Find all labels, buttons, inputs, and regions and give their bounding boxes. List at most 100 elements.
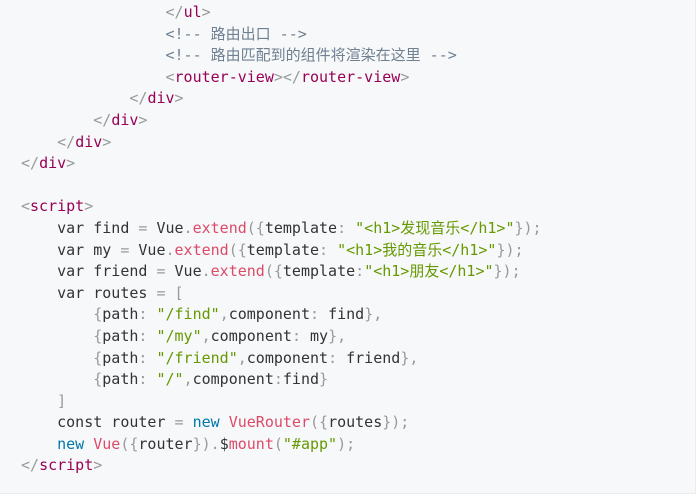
- code-line: {path: "/my",component: my},: [21, 326, 542, 348]
- code-token: var find: [57, 218, 139, 237]
- code-line: {path: "/friend",component: friend},: [21, 348, 542, 370]
- code-token: <!-- 路由出口 -->: [165, 24, 307, 43]
- code-token: =: [156, 262, 166, 281]
- code-token: </: [129, 89, 148, 108]
- code-indent: [21, 435, 57, 453]
- code-token: ,: [219, 305, 229, 324]
- code-line: </script>: [21, 455, 542, 477]
- code-token: >: [84, 197, 94, 216]
- code-token: script: [30, 197, 85, 216]
- code-token: router-view: [300, 67, 401, 86]
- code-token: ></: [273, 67, 301, 86]
- code-token: "<h1>发现音乐</h1>": [355, 218, 515, 237]
- code-indent: [21, 219, 57, 237]
- code-line: var my = Vue.extend({template: "<h1>我的音乐…: [21, 240, 542, 262]
- code-line: [21, 175, 542, 197]
- code-indent: [21, 392, 57, 410]
- code-token: template: [264, 218, 338, 237]
- code-line: <!-- 路由出口 -->: [21, 24, 542, 46]
- code-token: component: [192, 370, 274, 389]
- code-token: find: [328, 305, 365, 324]
- code-indent: [21, 349, 93, 367]
- code-token: =: [138, 218, 148, 237]
- code-token: friend: [346, 348, 401, 367]
- code-token: ({: [246, 218, 265, 237]
- code-token: component: [228, 305, 310, 324]
- code-indent: [21, 25, 166, 43]
- code-line: <!-- 路由匹配到的组件将渲染在这里 -->: [21, 45, 542, 67]
- code-line: {path: "/find",component: find},: [21, 304, 542, 326]
- code-token: ,: [201, 326, 211, 345]
- code-token: path: [102, 305, 139, 324]
- code-token: <: [21, 197, 31, 216]
- code-indent: [21, 370, 93, 388]
- code-token: "<h1>朋友</h1>": [364, 262, 494, 281]
- code-token: find: [282, 370, 320, 389]
- code-token: });: [382, 413, 410, 432]
- code-line: </div>: [21, 132, 542, 154]
- code-token: [220, 413, 229, 431]
- code-token: path: [102, 348, 139, 367]
- code-token: ]: [57, 391, 67, 410]
- code-token: :: [138, 348, 157, 367]
- code-indent: [21, 305, 93, 323]
- code-token: ,: [237, 348, 247, 367]
- code-token: Vue: [165, 262, 202, 281]
- code-token: >: [201, 3, 211, 21]
- code-token: <!-- 路由匹配到的组件将渲染在这里 -->: [165, 46, 457, 65]
- code-token: :: [138, 305, 157, 324]
- code-line: var routes = [: [21, 283, 542, 305]
- code-token: "/": [156, 370, 184, 389]
- code-indent: [21, 327, 93, 345]
- code-token: {: [93, 326, 103, 345]
- code-token: {: [93, 370, 103, 389]
- code-token: >: [174, 89, 184, 108]
- code-token: {: [93, 348, 103, 367]
- code-token: );: [337, 434, 356, 453]
- code-indent: [21, 133, 57, 151]
- code-token: path: [102, 326, 139, 345]
- code-token: template: [282, 262, 356, 281]
- code-token: div: [147, 89, 175, 108]
- code-token: :: [273, 370, 283, 389]
- code-token: =: [120, 240, 130, 259]
- code-line: <router-view></router-view>: [21, 67, 542, 89]
- code-indent: [21, 46, 166, 64]
- code-lines: </ul> <!-- 路由出口 --> <!-- 路由匹配到的组件将渲染在这里 …: [21, 2, 542, 477]
- code-token: </: [165, 3, 184, 21]
- code-token: ({: [228, 240, 247, 259]
- code-token: template: [246, 240, 320, 259]
- code-line: <script>: [21, 196, 542, 218]
- code-line: var friend = Vue.extend({template:"<h1>朋…: [21, 261, 542, 283]
- code-token: ({: [120, 434, 139, 453]
- code-token: var routes: [57, 283, 157, 302]
- code-token: .: [183, 218, 193, 237]
- code-token: }).: [192, 434, 220, 453]
- code-line: ]: [21, 391, 542, 413]
- code-line: new Vue({router}).$mount("#app");: [21, 434, 542, 456]
- code-token: div: [39, 154, 67, 173]
- code-token: router-view: [174, 67, 274, 86]
- code-token: },: [328, 326, 347, 345]
- code-token: routes: [328, 413, 383, 432]
- code-token: [84, 435, 93, 453]
- code-token: [184, 413, 193, 431]
- code-token: var friend: [57, 262, 157, 281]
- code-token: component: [246, 348, 329, 367]
- code-token: },: [364, 305, 383, 324]
- code-token: new: [192, 413, 220, 432]
- code-token: >: [66, 154, 76, 173]
- code-token: div: [75, 132, 103, 151]
- code-token: >: [400, 67, 410, 86]
- code-token: .: [165, 240, 175, 259]
- code-token: VueRouter: [228, 413, 310, 432]
- code-line: </div>: [21, 153, 542, 175]
- code-token: </: [57, 132, 76, 151]
- code-token: ({: [310, 413, 329, 432]
- code-token: Vue: [147, 218, 184, 237]
- code-token: Vue: [129, 240, 166, 259]
- code-token: :: [328, 348, 347, 367]
- code-token: Vue: [93, 434, 121, 453]
- code-indent: [21, 284, 57, 302]
